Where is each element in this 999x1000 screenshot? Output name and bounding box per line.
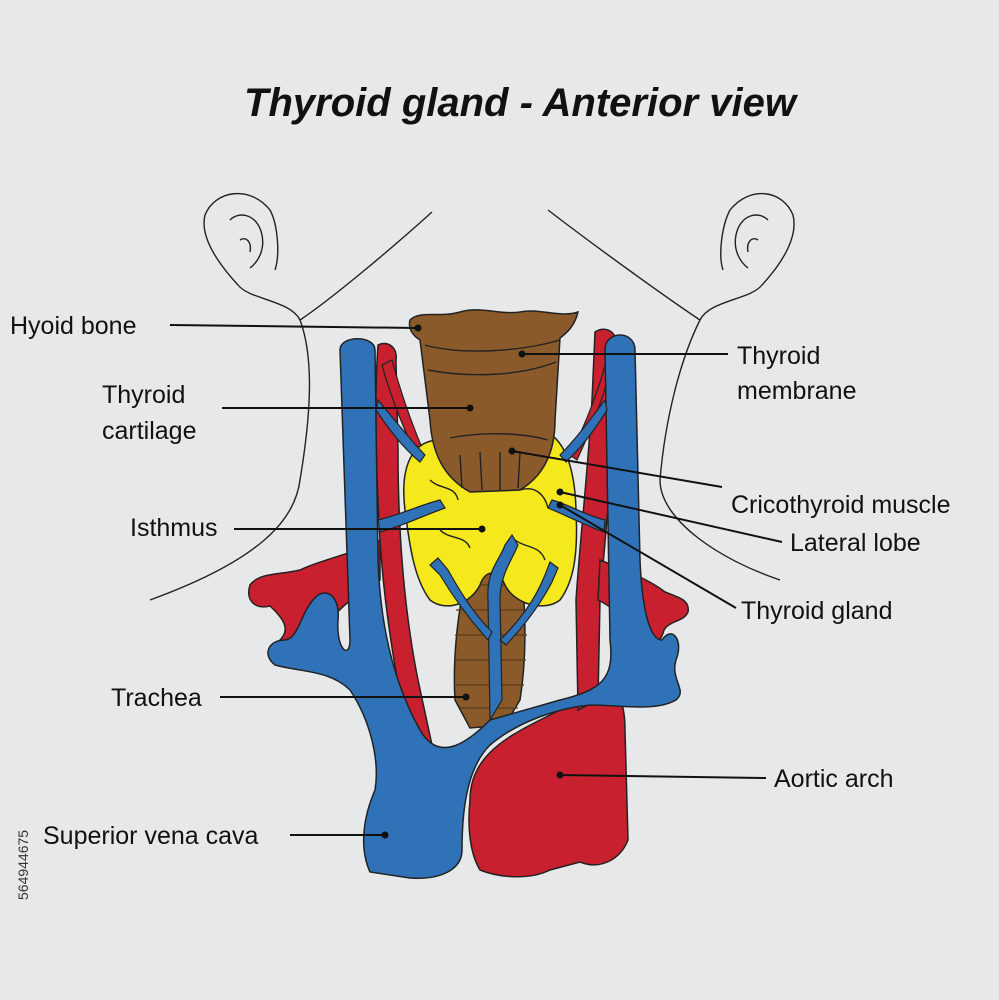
leader-lines — [169, 324, 783, 839]
label-hyoid-bone: Hyoid bone — [10, 312, 136, 340]
labels: Hyoid bone Thyroid membrane Thyroid cart… — [10, 312, 951, 850]
label-thyroid-gland: Thyroid gland — [741, 597, 892, 625]
label-aortic-arch: Aortic arch — [774, 765, 893, 793]
label-cricothyroid-muscle: Cricothyroid muscle — [731, 491, 951, 519]
label-superior-vena-cava: Superior vena cava — [43, 822, 259, 850]
label-thyroid-membrane-line2: membrane — [737, 377, 857, 405]
label-thyroid-membrane-line1: Thyroid — [737, 342, 820, 370]
diagram-title: Thyroid gland - Anterior view — [244, 81, 799, 125]
label-thyroid-cartilage-line2: cartilage — [102, 417, 197, 445]
label-thyroid-cartilage-line1: Thyroid — [102, 381, 185, 409]
label-lateral-lobe: Lateral lobe — [790, 529, 921, 557]
label-isthmus: Isthmus — [130, 514, 218, 542]
stock-id: 564944675 — [15, 830, 31, 900]
larynx-shape — [408, 309, 580, 493]
label-trachea: Trachea — [111, 684, 202, 712]
neck-outline — [149, 193, 795, 601]
aortic-arch-shape — [468, 686, 629, 878]
veins — [267, 334, 681, 879]
